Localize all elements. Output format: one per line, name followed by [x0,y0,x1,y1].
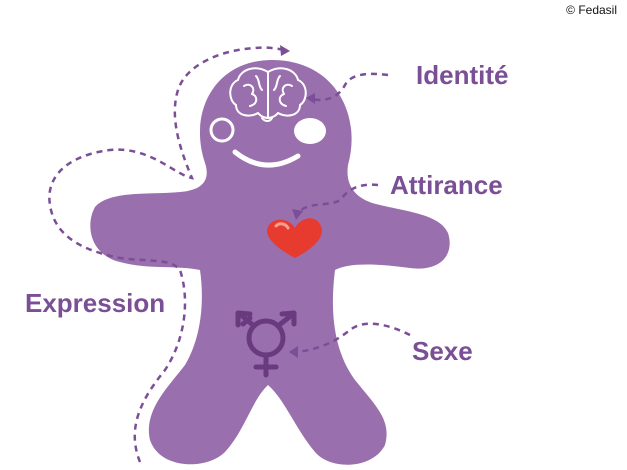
sex-arrowhead [289,346,298,358]
label-expression: Expression [25,288,166,318]
label-identity: Identité [416,60,509,90]
expression-outline-arrow [48,46,286,463]
label-sex: Sexe [412,336,473,366]
brain-icon [229,67,307,122]
outline-arrowhead [280,45,290,56]
arrowheads [280,45,315,358]
figure-body [90,60,450,465]
label-attraction: Attirance [390,170,503,200]
attraction-arrow [296,183,379,215]
identity-arrowhead [306,93,315,104]
right-cheek-eye [294,118,326,144]
dashed-arrows [48,46,411,463]
transgender-symbol-icon [235,310,297,378]
sex-arrow [294,322,411,354]
heart-icon [267,218,322,258]
gingerbread-figure [90,60,450,465]
smile [232,149,301,168]
copyright-credit: © Fedasil [566,3,617,17]
identity-arrow [311,72,389,102]
attraction-arrowhead [292,209,303,220]
left-eye [209,117,235,143]
